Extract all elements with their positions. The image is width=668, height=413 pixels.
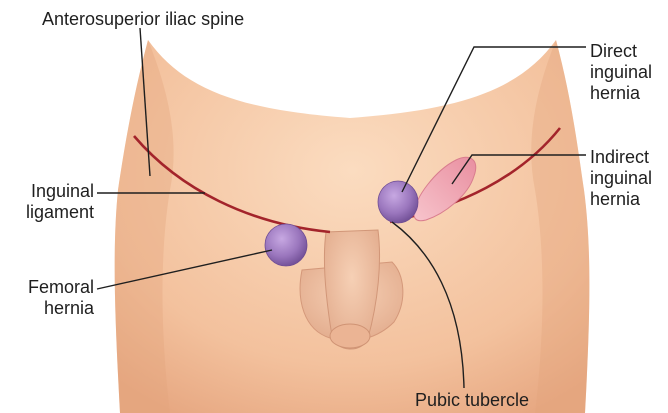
label-pubic-tubercle-text: Pubic tubercle: [415, 390, 529, 411]
label-direct-line2: inguinal: [590, 62, 652, 83]
label-indirect-line3: hernia: [590, 189, 652, 210]
label-femoral-hernia-line2: hernia: [8, 298, 94, 319]
femoral-hernia-shape: [265, 224, 307, 266]
direct-hernia-shape: [378, 181, 418, 223]
label-femoral-hernia-line1: Femoral: [8, 277, 94, 298]
label-anterosuperior-iliac-spine: Anterosuperior iliac spine: [42, 9, 244, 30]
label-direct-line1: Direct: [590, 41, 652, 62]
torso-body: [115, 40, 590, 413]
label-femoral-hernia: Femoral hernia: [8, 277, 94, 319]
label-direct-line3: hernia: [590, 83, 652, 104]
label-anterosuperior-text: Anterosuperior iliac spine: [42, 9, 244, 30]
label-inguinal-ligament: Inguinal ligament: [8, 181, 94, 223]
label-indirect-line2: inguinal: [590, 168, 652, 189]
label-indirect-line1: Indirect: [590, 147, 652, 168]
label-indirect-inguinal-hernia: Indirect inguinal hernia: [590, 147, 652, 210]
label-pubic-tubercle: Pubic tubercle: [415, 390, 529, 411]
label-inguinal-ligament-line1: Inguinal: [8, 181, 94, 202]
label-inguinal-ligament-line2: ligament: [8, 202, 94, 223]
label-direct-inguinal-hernia: Direct inguinal hernia: [590, 41, 652, 104]
glans: [330, 324, 370, 348]
